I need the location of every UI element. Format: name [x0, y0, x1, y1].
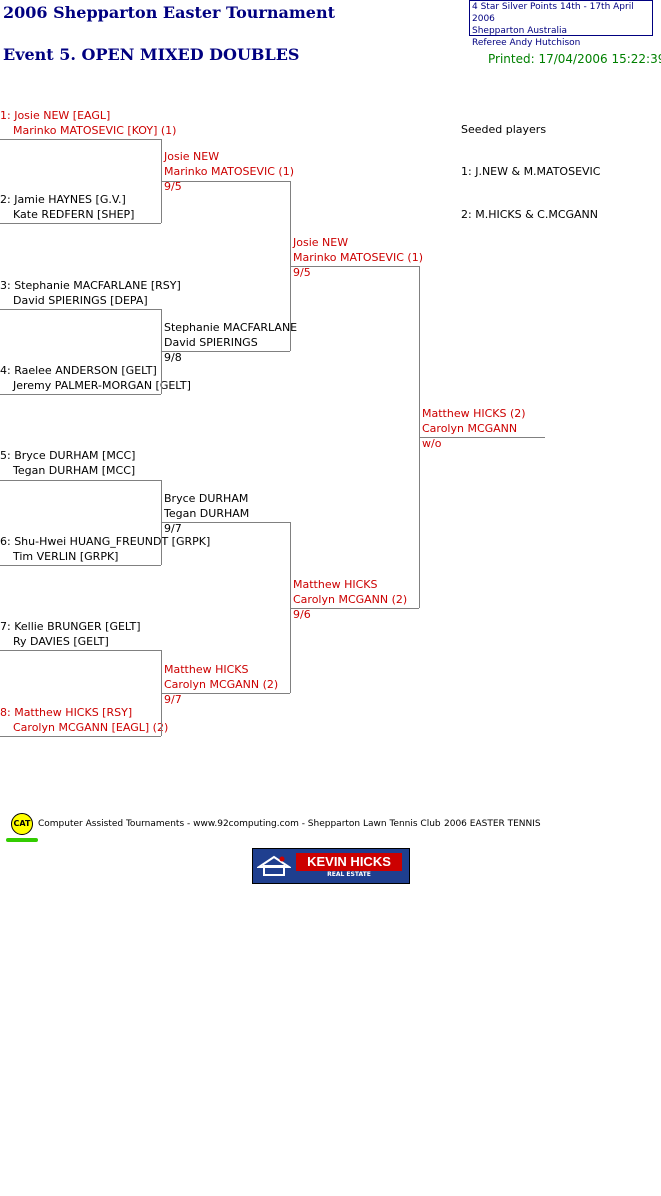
r3-entry-2: Matthew HICKS Carolyn MCGANN (2) 9/6: [293, 577, 407, 622]
seed-item-2: 2: M.HICKS & C.MCGANN: [461, 208, 599, 221]
r1-entry-1-player2: Marinko MATOSEVIC [KOY] (1): [13, 124, 177, 137]
r2-line-1: [161, 181, 290, 182]
r1-entry-3-player2: David SPIERINGS [DEPA]: [13, 294, 148, 307]
r1-line-1: [0, 139, 161, 140]
final-entry-player2: Carolyn MCGANN: [422, 422, 518, 435]
r1-entry-2-player1: 2: Jamie HAYNES [G.V.]: [0, 193, 126, 206]
seeded-players-title: Seeded players: [461, 123, 547, 136]
r2-entry-1-player2: Marinko MATOSEVIC (1): [164, 165, 294, 178]
tournament-info-box: 4 Star Silver Points 14th - 17th April 2…: [469, 0, 653, 48]
seed-item-1: 1: J.NEW & M.MATOSEVIC: [461, 165, 601, 178]
r3-entry-1-player1: Josie NEW: [293, 236, 349, 249]
r1-entry-8-player2: Carolyn MCGANN [EAGL] (2): [13, 721, 169, 734]
r2-entry-4-player2: Carolyn MCGANN (2): [164, 678, 279, 691]
r2-entry-3: Bryce DURHAM Tegan DURHAM 9/7: [164, 491, 249, 536]
r1-entry-2: 2: Jamie HAYNES [G.V.] Kate REDFERN [SHE…: [0, 192, 134, 222]
r1-entry-5: 5: Bryce DURHAM [MCC] Tegan DURHAM [MCC]: [0, 448, 135, 478]
r2-connector-b: [290, 522, 291, 693]
r1-line-5: [0, 480, 161, 481]
r2-entry-4: Matthew HICKS Carolyn MCGANN (2) 9/7: [164, 662, 278, 707]
final-entry-player1: Matthew HICKS (2): [422, 407, 526, 420]
sponsor-subtitle: REAL ESTATE: [327, 871, 371, 878]
tournament-title: 2006 Shepparton Easter Tournament: [3, 3, 335, 22]
r1-entry-7: 7: Kellie BRUNGER [GELT] Ry DAVIES [GELT…: [0, 619, 141, 649]
r2-entry-2: Stephanie MACFARLANE David SPIERINGS 9/8: [164, 320, 297, 365]
r3-entry-1-player2: Marinko MATOSEVIC (1): [293, 251, 423, 264]
sponsor-name: KEVIN HICKS: [296, 853, 402, 871]
r1-entry-4-player2: Jeremy PALMER-MORGAN [GELT]: [13, 379, 191, 392]
r2-line-3: [161, 522, 290, 523]
r3-line-1: [290, 266, 419, 267]
r1-entry-4-player1: 4: Raelee ANDERSON [GELT]: [0, 364, 157, 377]
footer-event: 2006 EASTER TENNIS: [444, 819, 541, 829]
r2-line-4: [161, 693, 290, 694]
info-line-location: Shepparton Australia: [472, 26, 568, 36]
r2-entry-4-score: 9/7: [164, 693, 182, 706]
r1-line-7: [0, 650, 161, 651]
r2-entry-4-player1: Matthew HICKS: [164, 663, 249, 676]
r2-entry-3-player2: Tegan DURHAM: [164, 507, 250, 520]
r1-entry-1-player1: 1: Josie NEW [EAGL]: [0, 109, 111, 122]
r1-entry-6-player2: Tim VERLIN [GRPK]: [13, 550, 119, 563]
r1-entry-6-player1: 6: Shu-Hwei HUANG_FREUNDT [GRPK]: [0, 535, 211, 548]
r1-line-3: [0, 309, 161, 310]
r1-line-2: [0, 223, 161, 224]
r1-line-8: [0, 736, 161, 737]
r2-entry-2-player1: Stephanie MACFARLANE: [164, 321, 298, 334]
r2-entry-2-score: 9/8: [164, 351, 182, 364]
r3-entry-2-player1: Matthew HICKS: [293, 578, 378, 591]
r2-entry-1-player1: Josie NEW: [164, 150, 220, 163]
r1-entry-1: 1: Josie NEW [EAGL] Marinko MATOSEVIC [K…: [0, 108, 176, 138]
r2-entry-1-score: 9/5: [164, 180, 182, 193]
printed-timestamp: Printed: 17/04/2006 15:22:39: [488, 52, 661, 66]
r2-line-2: [161, 351, 290, 352]
sponsor-banner: KEVIN HICKS REAL ESTATE: [252, 848, 410, 884]
r1-entry-4: 4: Raelee ANDERSON [GELT] Jeremy PALMER-…: [0, 363, 191, 393]
r1-line-6: [0, 565, 161, 566]
r1-entry-8-player1: 8: Matthew HICKS [RSY]: [0, 706, 133, 719]
r3-line-2: [290, 608, 419, 609]
r1-entry-6: 6: Shu-Hwei HUANG_FREUNDT [GRPK] Tim VER…: [0, 534, 210, 564]
r1-entry-8: 8: Matthew HICKS [RSY] Carolyn MCGANN [E…: [0, 705, 168, 735]
final-entry: Matthew HICKS (2) Carolyn MCGANN w/o: [422, 406, 526, 451]
r3-entry-1: Josie NEW Marinko MATOSEVIC (1) 9/5: [293, 235, 423, 280]
r2-entry-2-player2: David SPIERINGS: [164, 336, 258, 349]
r1-entry-3-player1: 3: Stephanie MACFARLANE [RSY]: [0, 279, 181, 292]
cat-logo-icon: CAT: [11, 813, 33, 835]
r1-entry-2-player2: Kate REDFERN [SHEP]: [13, 208, 135, 221]
r1-entry-7-player2: Ry DAVIES [GELT]: [13, 635, 109, 648]
footer-credit: Computer Assisted Tournaments - www.92co…: [38, 819, 441, 829]
r1-line-4: [0, 394, 161, 395]
r3-entry-2-player2: Carolyn MCGANN (2): [293, 593, 408, 606]
r3-entry-1-score: 9/5: [293, 266, 311, 279]
event-title: Event 5. OPEN MIXED DOUBLES: [3, 45, 300, 64]
r2-entry-3-player1: Bryce DURHAM: [164, 492, 249, 505]
info-line-points: 4 Star Silver Points 14th - 17th April 2…: [472, 2, 634, 24]
r1-entry-5-player1: 5: Bryce DURHAM [MCC]: [0, 449, 136, 462]
info-line-referee: Referee Andy Hutchison: [472, 38, 581, 48]
house-icon: [257, 855, 291, 876]
r1-entry-5-player2: Tegan DURHAM [MCC]: [13, 464, 136, 477]
r1-entry-3: 3: Stephanie MACFARLANE [RSY] David SPIE…: [0, 278, 181, 308]
r1-entry-7-player1: 7: Kellie BRUNGER [GELT]: [0, 620, 141, 633]
r2-entry-3-score: 9/7: [164, 522, 182, 535]
r2-entry-1: Josie NEW Marinko MATOSEVIC (1) 9/5: [164, 149, 294, 194]
final-entry-score: w/o: [422, 437, 442, 450]
r3-entry-2-score: 9/6: [293, 608, 311, 621]
final-line: [419, 437, 545, 438]
cat-logo-underline: [6, 838, 38, 842]
